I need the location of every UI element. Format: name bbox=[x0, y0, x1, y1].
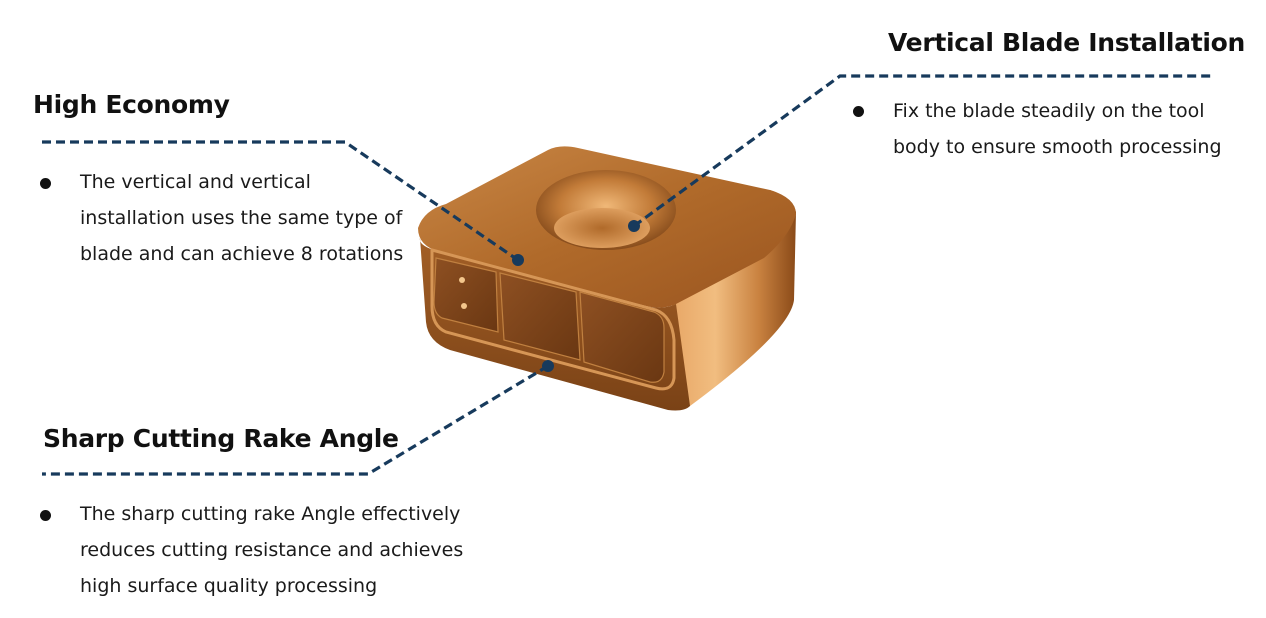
description-line: high surface quality processing bbox=[80, 575, 378, 597]
leader-line-sharp-cutting bbox=[42, 364, 549, 476]
description-line: The sharp cutting rake Angle effectively bbox=[80, 503, 461, 525]
feature-description-sharp-cutting-rake-angle: The sharp cutting rake Angle effectively… bbox=[80, 496, 463, 604]
bullet-high-economy bbox=[40, 178, 51, 189]
leader-lines bbox=[42, 74, 1212, 476]
anchor-dot-high-economy bbox=[512, 254, 524, 266]
description-line: reduces cutting resistance and achieves bbox=[80, 539, 464, 561]
feature-title-sharp-cutting-rake-angle: Sharp Cutting Rake Angle bbox=[43, 424, 399, 453]
feature-title-vertical-blade-installation: Vertical Blade Installation bbox=[888, 28, 1246, 57]
anchor-dot-vertical-blade bbox=[628, 220, 640, 232]
feature-description-vertical-blade-installation: Fix the blade steadily on the tool body … bbox=[893, 93, 1222, 165]
description-line: The vertical and vertical bbox=[80, 171, 311, 193]
bullet-vertical-blade-installation bbox=[853, 106, 864, 117]
anchor-dot-sharp-cutting bbox=[542, 360, 554, 372]
feature-description-high-economy: The vertical and vertical installation u… bbox=[80, 164, 403, 272]
description-line: body to ensure smooth processing bbox=[893, 136, 1222, 158]
leader-dots bbox=[512, 220, 640, 372]
feature-title-high-economy: High Economy bbox=[33, 90, 230, 119]
leader-line-vertical-blade bbox=[633, 74, 1212, 228]
description-line: Fix the blade steadily on the tool bbox=[893, 100, 1205, 122]
insert-body bbox=[418, 146, 796, 411]
description-line: blade and can achieve 8 rotations bbox=[80, 243, 404, 265]
bullet-sharp-cutting-rake-angle bbox=[40, 510, 51, 521]
leader-line-high-economy bbox=[42, 140, 519, 262]
description-line: installation uses the same type of bbox=[80, 207, 403, 229]
